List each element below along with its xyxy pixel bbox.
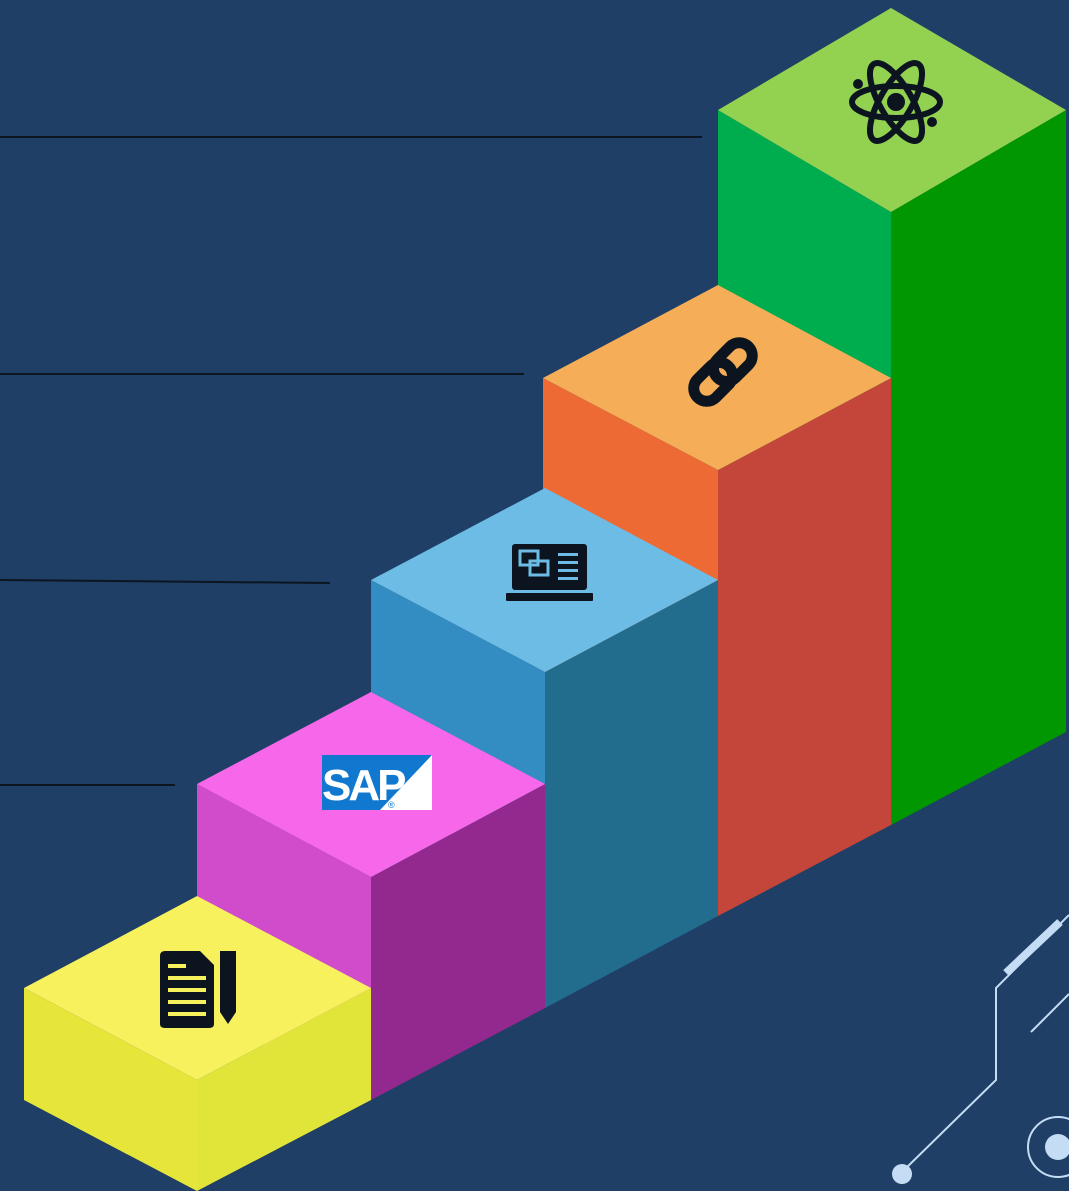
guide-line-3: [0, 579, 331, 584]
step-1-left-face: [24, 988, 197, 1191]
step-2-right-face: [371, 784, 545, 1100]
document-pencil-icon: [160, 951, 236, 1028]
sap-logo-mark: ®: [388, 800, 395, 810]
step-5-right-face: [891, 110, 1066, 825]
step-1-block: [24, 896, 371, 1191]
step-4-right-face: [718, 378, 891, 916]
step-3-right-face: [545, 580, 718, 1008]
link-chain-icon: [688, 337, 758, 407]
circuit-ring-dot: [1045, 1134, 1069, 1160]
circuit-trace: [901, 914, 1069, 1173]
circuit-trace-2: [1030, 993, 1069, 1033]
step-1-right-face: [197, 988, 371, 1191]
sap-logo-text: SAP: [322, 761, 405, 810]
sap-logo: SAP ®: [322, 755, 432, 810]
circuit-ring: [1027, 1116, 1069, 1178]
guide-lines: [0, 136, 702, 786]
laptop-dashboard-icon: [506, 544, 593, 601]
circuit-node: [892, 1164, 912, 1184]
circuit-decoration: [892, 914, 1069, 1184]
circuit-trace-3: [1003, 919, 1063, 976]
